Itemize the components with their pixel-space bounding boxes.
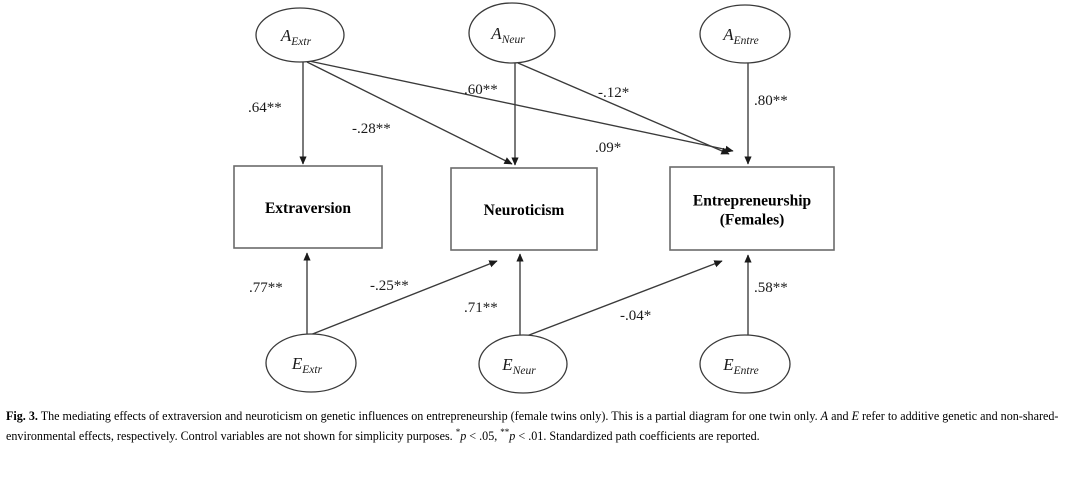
ellipse-shape — [468, 2, 556, 64]
coefficient-a-neur-to-neuroticism: .60** — [464, 82, 498, 98]
path-a-extr-to-entrepreneurship — [308, 60, 734, 154]
box-shape — [233, 165, 383, 249]
observed-node-neuroticism[interactable]: Neuroticism — [450, 167, 598, 251]
path-a-extr-to-neuroticism — [306, 61, 513, 165]
observed-node-label-extraversion-line-0: Extraversion — [265, 200, 351, 217]
significance-star-one: * — [455, 427, 461, 438]
latent-node-E_Extr[interactable]: EExtr — [265, 333, 357, 393]
latent-node-label-E_Extr: EExtr — [291, 354, 323, 376]
coefficient-a-entre-to-entrepreneurship: .80** — [754, 93, 788, 109]
significance-p-two: p — [509, 429, 516, 444]
coefficient-labels-layer: .64** -.28** .09* .60** -.12* .80** .77** -.25*… — [248, 82, 788, 324]
box-shape — [450, 167, 598, 251]
significance-value-one: < .05, — [466, 429, 501, 444]
coefficient-a-extr-to-extraversion: .64** — [248, 100, 282, 116]
significance-value-two: < .01. Standardized path coefficients ar… — [515, 429, 760, 444]
caption-text-1: The mediating effects of extraversion an… — [40, 409, 821, 423]
coefficient-e-extr-to-extraversion: .77** — [249, 280, 283, 296]
latent-node-A_Extr[interactable]: AExtr — [255, 7, 345, 63]
latent-node-label-A_Entre: AEntre — [722, 25, 759, 47]
coefficient-e-neur-to-neuroticism: .71** — [464, 300, 498, 316]
ellipse-shape — [255, 7, 345, 63]
path-e-neur-to-entrepreneurship — [523, 260, 723, 338]
path-e-extr-to-neuroticism — [309, 260, 498, 336]
latent-node-label-E_Neur: ENeur — [501, 355, 536, 377]
coefficient-a-extr-to-entrepreneurship: .09* — [595, 140, 621, 156]
observed-node-label-entrepreneurship-line-0: Entrepreneurship — [693, 193, 811, 210]
observed-node-label-neuroticism-line-0: Neuroticism — [484, 202, 565, 219]
path-a-neur-to-entrepreneurship — [517, 62, 730, 155]
observed-node-label-entrepreneurship-line-1: (Females) — [720, 212, 785, 229]
ellipse-shape — [699, 334, 791, 394]
latent-node-label-E_Entre: EEntre — [722, 355, 759, 377]
observed-node-extraversion[interactable]: Extraversion — [233, 165, 383, 249]
box-shape — [669, 166, 835, 251]
coefficient-e-entre-to-entrepreneurship: .58** — [754, 280, 788, 296]
coefficient-a-extr-to-neuroticism: -.28** — [352, 121, 391, 137]
ellipse-shape — [265, 333, 357, 393]
figure-number: Fig. 3. — [6, 409, 38, 423]
ellipse-shape — [699, 4, 791, 64]
observed-node-entrepreneurship[interactable]: Entrepreneurship (Females) — [669, 166, 835, 251]
latent-node-label-A_Neur: ANeur — [490, 24, 525, 46]
latent-node-label-A_Extr: AExtr — [280, 26, 312, 48]
coefficient-e-extr-to-neuroticism: -.25** — [370, 278, 409, 294]
latent-node-A_Entre[interactable]: AEntre — [699, 4, 791, 64]
coefficient-a-neur-to-entrepreneurship: -.12* — [598, 85, 629, 101]
coefficient-e-neur-to-entrepreneurship: -.04* — [620, 308, 651, 324]
caption-symbol-e: E — [851, 409, 859, 423]
figure-caption: Fig. 3. The mediating effects of extrave… — [6, 408, 1074, 445]
caption-symbol-a: A — [820, 409, 829, 423]
significance-p-one: p — [460, 429, 467, 444]
significance-star-two: ** — [500, 427, 510, 438]
latent-node-E_Neur[interactable]: ENeur — [478, 334, 568, 394]
caption-text-2: and — [828, 409, 852, 423]
latent-node-E_Entre[interactable]: EEntre — [699, 334, 791, 394]
caption-text-3: refer to additive genetic and non-shared… — [6, 409, 1059, 444]
latent-node-A_Neur[interactable]: ANeur — [468, 2, 556, 64]
ellipse-shape — [478, 334, 568, 394]
paths-layer — [299, 60, 752, 338]
